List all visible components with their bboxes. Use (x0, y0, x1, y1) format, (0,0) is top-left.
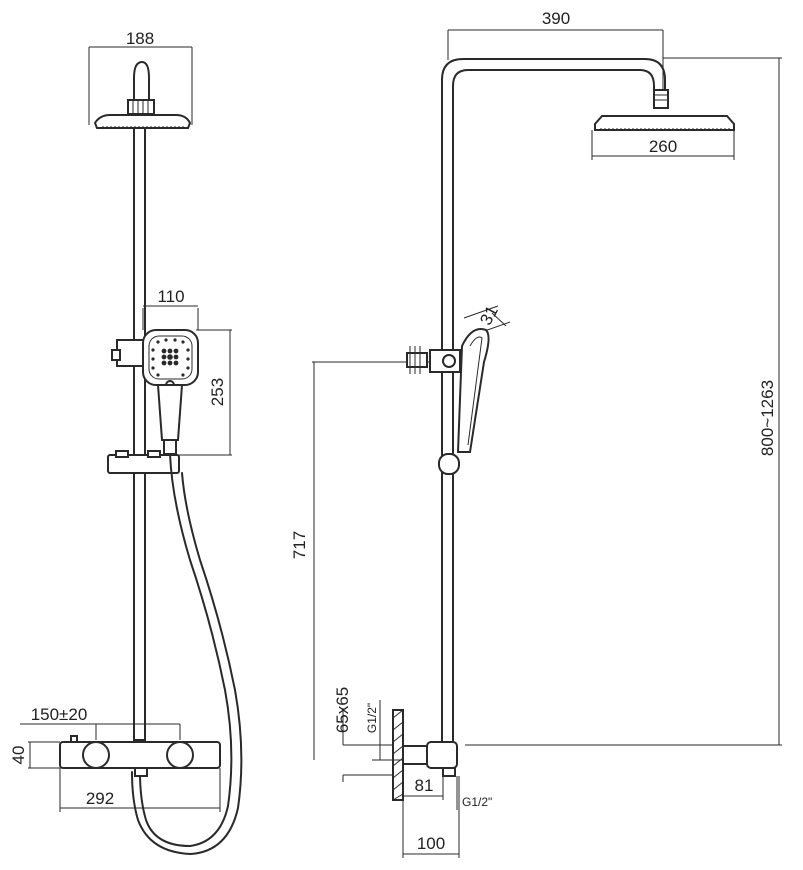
dim-total-height: 800~1263 (758, 380, 777, 456)
slide-holder-front (107, 454, 180, 474)
dim-valve-width: 292 (86, 789, 114, 808)
side-head-connector (653, 89, 669, 109)
wall-eccentric-side (402, 745, 428, 765)
hand-shower-handle (156, 384, 184, 441)
hose-inner (131, 472, 243, 855)
dim-holder-height: 717 (290, 531, 309, 559)
dim-head-diameter: 260 (649, 137, 677, 156)
dim-centers: 150±20 (31, 705, 88, 724)
riser-pipe-front (133, 127, 146, 741)
label-thread-top: G1/2" (365, 703, 379, 733)
dim-handset-width: 110 (157, 287, 184, 306)
thermostatic-valve-side (426, 741, 458, 769)
hand-shower-side (456, 328, 490, 453)
spray-nozzles (151, 338, 190, 377)
hose-outlet (134, 767, 148, 777)
dim-projection: 81 (415, 776, 434, 795)
dim-arm-reach: 390 (542, 9, 570, 28)
dim-head-width: 188 (126, 29, 154, 48)
overhead-shower-head-side (594, 115, 735, 131)
dim-valve-height: 40 (9, 746, 28, 765)
label-thread-bottom: G1/2" (462, 795, 492, 809)
dim-valve-depth: 100 (417, 834, 445, 853)
bracket-knob (406, 352, 428, 368)
slide-holder-side (438, 453, 460, 475)
overhead-pipe-outer (441, 58, 666, 746)
shower-arm (133, 61, 150, 106)
side-view: 390 260 800~1263 717 31 (290, 9, 782, 858)
dim-handset-length: 253 (208, 378, 227, 406)
head-connector-nut (127, 99, 155, 115)
front-view: 188 110 253 (9, 29, 243, 855)
wall-eccentric-left (82, 741, 110, 769)
hose-outer (139, 453, 233, 847)
overhead-pipe-inner (452, 69, 655, 746)
overhead-shower-head-front (93, 114, 192, 129)
dim-wall-box: 65x65 (333, 687, 352, 733)
wall-eccentric-right (166, 741, 194, 769)
